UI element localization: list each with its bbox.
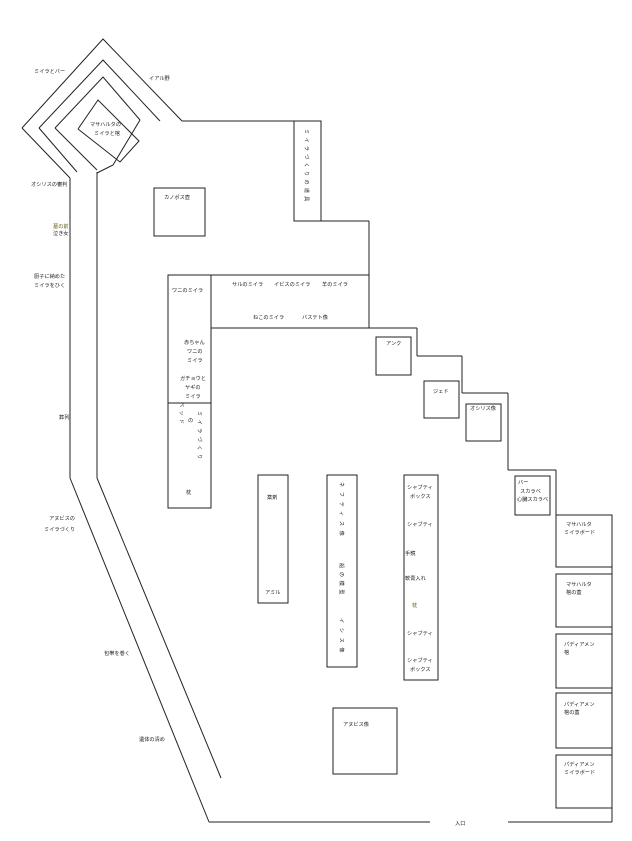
label-ba-scarab-3: 心臓スカラベ: [517, 495, 548, 503]
label-baby-croc-3: ミイラ: [187, 357, 203, 364]
label-boat-vertical: 船の模型: [338, 563, 346, 598]
label-medicine: 薬剤: [267, 493, 277, 501]
label-grave-cry-1: 墓の前: [53, 222, 69, 230]
label-shrine-1: 厨子に納めた: [34, 272, 65, 280]
label-padiamen-lid-2: 棺の蓋: [564, 708, 580, 716]
label-grave-cry-2: 泣き女: [53, 229, 69, 237]
label-masaharta-board-1: マサハルタ: [566, 520, 592, 528]
label-osiris-judgment: オシリスの審判: [31, 180, 67, 188]
corridor-outer-wall: [21, 38, 183, 129]
label-shabti-2: シャブティ: [407, 629, 433, 637]
label-masaharta-2: ミイラと棺: [94, 129, 120, 137]
label-shabti-box-2a: シャブティ: [407, 656, 433, 664]
label-shabti-1: シャブティ: [407, 520, 433, 528]
box-masaharta-lid: [555, 573, 613, 628]
label-ba-scarab-2: スカラベ: [520, 488, 541, 495]
label-ankh: アンク: [386, 340, 401, 347]
corridor-mid-wall: [38, 59, 161, 129]
masaharta-diamond: [77, 99, 140, 163]
label-masaharta-lid-1: マサハルタ: [566, 580, 592, 588]
label-padiamen-lid-1: パディアメン: [564, 700, 595, 708]
box-tools: [293, 120, 322, 222]
label-baby-croc-1: 赤ちゃん: [184, 339, 205, 346]
label-amulet: アミル: [265, 589, 280, 596]
label-bed-vertical-2: の: [188, 417, 193, 424]
label-ba-scarab-1: バー: [518, 479, 528, 486]
box-anubis-statue: [332, 707, 398, 775]
label-bed-vertical-1: ミイラづくり: [196, 411, 204, 463]
corridor-inner-left: [21, 127, 71, 179]
box-ankh: [375, 336, 412, 376]
label-bed-vertical-3: ベッド: [178, 402, 185, 427]
label-anubis-mummy-2: ミイラづくり: [44, 525, 75, 533]
label-shabti-box-2b: ボックス: [410, 665, 431, 673]
label-crocodile-mummy: ワニのミイラ: [172, 287, 203, 294]
label-shabti-box-1b: ボックス: [410, 492, 431, 500]
label-baby-croc-2: ワニの: [187, 348, 203, 355]
label-wrap-bandage: 包帯を巻く: [104, 649, 130, 657]
label-goose-goat-1: ガチョウと: [180, 374, 206, 382]
label-procession: 葬列: [59, 413, 69, 421]
label-anubis-statue: アヌビス像: [343, 720, 370, 728]
label-ibis-mummy: イビスのミイラ: [274, 280, 310, 288]
label-isis-vertical: イシス像: [338, 618, 346, 657]
corridor-inner-left-3: [54, 127, 98, 171]
box-ba-scarab: [514, 475, 551, 516]
label-padiamen-board-2: ミイラボード: [564, 768, 595, 776]
box-padiamen-board: [555, 754, 613, 809]
label-tools-vertical: ミイラづくりの道具: [303, 129, 311, 205]
box-nephthys: [326, 474, 358, 668]
label-shabti-box-1a: シャブティ: [407, 483, 433, 491]
box-medicine: [257, 474, 289, 604]
box-osiris: [465, 403, 502, 442]
label-pillow-1: 枕: [186, 488, 191, 496]
label-cat-mummy: ねこのミイラ: [253, 314, 284, 321]
label-cosmetic-case: 軟膏入れ: [405, 574, 427, 582]
label-nephthys-vertical: ネフティス像: [338, 482, 346, 540]
box-djed: [423, 380, 460, 419]
box-left-tall: [167, 274, 212, 509]
label-body-wash: 遺体の清め: [139, 735, 165, 743]
diag-corridor-outer: [69, 477, 210, 823]
label-field-of-reeds: イアル野: [149, 74, 171, 82]
label-entrance: 入口: [455, 820, 465, 827]
label-monkey-mummy: サルのミイラ: [232, 281, 263, 288]
label-osiris-statue: オシリス像: [470, 404, 497, 412]
corridor-right-join: [96, 119, 141, 174]
label-padiamen-coffin-2: 棺: [564, 648, 569, 656]
box-masaharta-board: [555, 514, 613, 568]
diag-corridor-inner: [96, 477, 222, 779]
label-masaharta-lid-2: 棺の蓋: [566, 588, 582, 596]
label-goose-goat-2: ヤギの: [185, 384, 201, 391]
label-canopic: カノポス壺: [164, 193, 190, 201]
label-mummy-and-ba: ミイラとバー: [34, 68, 65, 75]
label-padiamen-coffin-1: パディアメン: [564, 640, 595, 648]
label-goose-goat-3: ミイラ: [185, 393, 201, 400]
box-padiamen-coffin: [555, 633, 613, 689]
corridor-inner-wall: [54, 76, 141, 129]
corridor-inner-left-2: [38, 127, 78, 173]
box-padiamen-lid: [555, 692, 613, 749]
label-bastet: バステト像: [302, 313, 329, 321]
label-padiamen-board-1: パディアメン: [564, 760, 595, 768]
label-djed: ジェド: [433, 389, 449, 395]
label-shrine-2: ミイラをひく: [34, 282, 65, 289]
label-masaharta-board-2: ミイラボード: [564, 528, 595, 536]
label-mirror: 手鏡: [405, 549, 416, 557]
label-masaharta-1: マサハルタの: [90, 120, 121, 128]
label-anubis-mummy-1: アヌビスの: [49, 514, 75, 522]
box-shabti: [403, 474, 439, 681]
box-canopic: [153, 187, 206, 237]
label-sheep-mummy: 羊のミイラ: [322, 280, 348, 288]
label-pillow-2: 枕: [412, 601, 417, 609]
